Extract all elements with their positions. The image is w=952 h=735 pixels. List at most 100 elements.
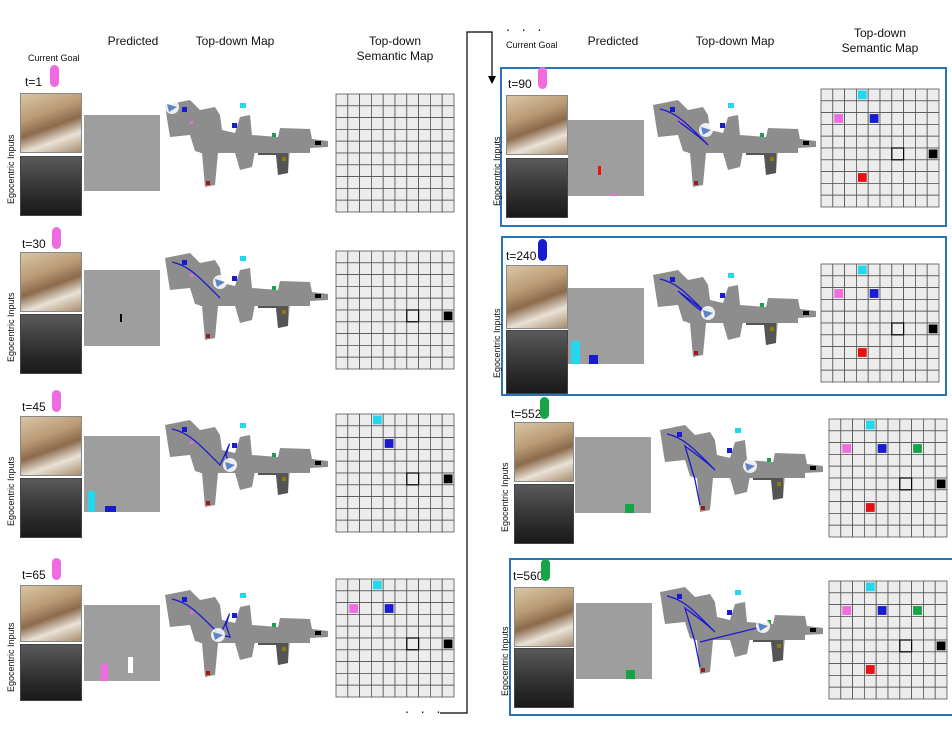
agent-trajectory <box>666 595 766 668</box>
semantic-cell <box>879 334 893 348</box>
semantic-cell <box>915 159 928 173</box>
semantic-cell <box>899 489 913 503</box>
semantic-cell <box>934 465 948 479</box>
semantic-cell <box>359 673 372 686</box>
semantic-cell <box>335 602 349 615</box>
semantic-cell <box>911 477 924 491</box>
semantic-cell <box>926 369 940 383</box>
semantic-cell <box>371 625 384 639</box>
semantic-cell <box>418 188 431 201</box>
semantic-cell <box>347 199 361 213</box>
current-goal-header-left: Current Goal <box>28 53 80 63</box>
semantic-cell <box>371 188 384 201</box>
semantic-cell <box>915 183 928 196</box>
semantic-cell <box>867 358 881 371</box>
map-corridor <box>200 635 310 643</box>
semantic-cell <box>832 88 846 102</box>
semantic-cell <box>347 637 361 651</box>
semantic-cell <box>406 413 420 427</box>
semantic-cell <box>926 334 940 348</box>
semantic-cell <box>406 449 420 462</box>
semantic-cell <box>923 686 936 700</box>
semantic-cell <box>852 430 865 444</box>
semantic-object-cell <box>936 479 946 489</box>
semantic-cell <box>418 472 431 486</box>
semantic-cell <box>934 430 948 444</box>
semantic-cell <box>371 356 384 370</box>
semantic-cell <box>418 425 431 439</box>
semantic-cell <box>418 117 431 130</box>
semantic-cell <box>828 580 842 594</box>
semantic-object-cell <box>842 444 852 453</box>
semantic-cell <box>840 489 854 503</box>
semantic-cell <box>430 262 443 276</box>
semantic-cell <box>879 124 893 137</box>
semantic-cell <box>394 578 408 592</box>
semantic-cell <box>441 437 455 450</box>
semantic-cell <box>441 625 455 639</box>
semantic-cell <box>406 309 420 323</box>
map-room-dark <box>258 471 288 495</box>
semantic-cell <box>840 418 854 432</box>
semantic-cell <box>856 100 869 114</box>
semantic-object-cell <box>406 637 420 651</box>
semantic-cell <box>934 524 948 538</box>
semantic-cell <box>359 484 372 498</box>
semantic-cell <box>852 501 865 514</box>
semantic-cell <box>335 649 349 663</box>
semantic-cell <box>347 333 361 346</box>
semantic-cell <box>891 287 905 300</box>
semantic-cell <box>394 673 408 686</box>
semantic-cell <box>335 449 349 462</box>
semantic-cell <box>903 183 916 196</box>
semantic-cell <box>441 321 455 335</box>
semantic-cell <box>832 124 846 137</box>
agent-trajectory <box>659 108 709 146</box>
semantic-cell <box>891 171 905 184</box>
semantic-cell <box>406 199 420 213</box>
semantic-cell <box>915 369 928 383</box>
semantic-cell <box>441 413 455 427</box>
map-free-space <box>660 425 823 512</box>
semantic-cell <box>840 513 854 526</box>
semantic-cell <box>371 590 384 604</box>
semantic-cell <box>832 346 846 359</box>
predicted-object-mark <box>119 314 122 322</box>
semantic-cell <box>441 649 455 663</box>
semantic-cell <box>371 117 384 130</box>
semantic-cell <box>359 472 372 486</box>
semantic-cell <box>418 519 431 533</box>
time-label: t=45 <box>22 400 46 414</box>
semantic-cell <box>852 686 865 700</box>
semantic-cell <box>903 275 916 289</box>
predicted-map <box>84 270 160 346</box>
semantic-cell <box>867 147 881 161</box>
semantic-cell <box>844 147 857 161</box>
semantic-cell <box>359 286 372 299</box>
semantic-cell <box>335 140 349 154</box>
semantic-cell <box>418 661 431 674</box>
semantic-cell <box>335 684 349 698</box>
semantic-cell <box>347 673 361 686</box>
semantic-cell <box>867 183 881 196</box>
semantic-cell <box>394 297 408 311</box>
semantic-cell <box>832 171 846 184</box>
semantic-cell <box>828 513 842 526</box>
semantic-cell <box>899 501 913 514</box>
semantic-cell <box>923 592 936 606</box>
semantic-cell <box>335 625 349 639</box>
semantic-cell <box>864 430 877 444</box>
semantic-cell <box>875 651 889 665</box>
semantic-cell <box>875 430 889 444</box>
semantic-cell <box>891 112 905 125</box>
semantic-cell <box>418 286 431 299</box>
semantic-cell <box>820 147 834 161</box>
semantic-cell <box>371 297 384 311</box>
semantic-cell <box>382 140 396 154</box>
egocentric-depth-image <box>514 484 574 544</box>
semantic-cell <box>867 88 881 102</box>
semantic-cell <box>371 519 384 533</box>
semantic-cell <box>828 418 842 432</box>
semantic-cell <box>879 88 893 102</box>
semantic-cell <box>359 188 372 201</box>
